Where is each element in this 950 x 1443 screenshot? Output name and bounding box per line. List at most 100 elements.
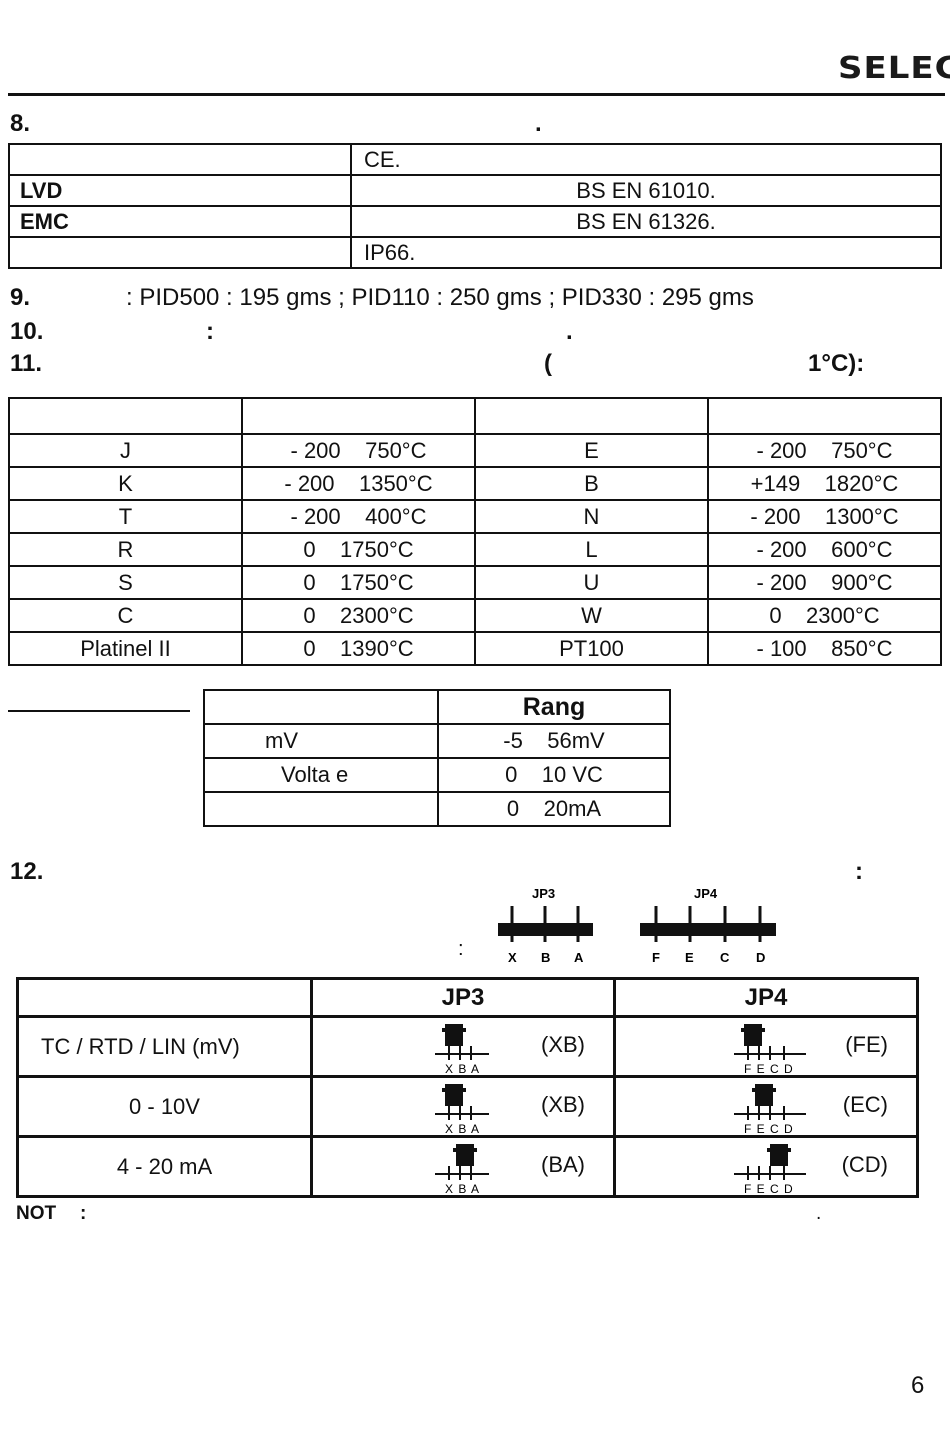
jp3-pin-label: B bbox=[541, 950, 550, 965]
header-cell bbox=[8, 397, 243, 435]
input-range: 0 10 VC bbox=[437, 757, 671, 793]
section-12-number: 12. bbox=[10, 858, 44, 885]
input-type-label: 0 - 10V bbox=[16, 1075, 313, 1138]
approval-row: CE. bbox=[8, 143, 942, 176]
approval-label bbox=[8, 236, 352, 269]
approval-value: BS EN 61010. bbox=[350, 174, 942, 207]
pin-labels: F E C D bbox=[744, 1062, 794, 1076]
brand-logo: SELEC bbox=[838, 50, 950, 86]
jp4-setting-cell: F E C D (EC) bbox=[613, 1075, 919, 1138]
sensor-range: - 200 400°C bbox=[241, 499, 476, 534]
sensor-range: - 200 600°C bbox=[707, 532, 942, 567]
input-type-label: TC / RTD / LIN (mV) bbox=[16, 1015, 313, 1078]
sensor-range: - 200 900°C bbox=[707, 565, 942, 600]
jumper-icon: F E C D bbox=[734, 1084, 806, 1136]
table-row: C 0 2300°C W 0 2300°C bbox=[8, 598, 942, 633]
jp4-setting: (FE) bbox=[845, 1032, 888, 1057]
table-row: R 0 1750°C L - 200 600°C bbox=[8, 532, 942, 567]
pin-labels: F E C D bbox=[744, 1182, 794, 1196]
jp3-setting: (XB) bbox=[541, 1092, 585, 1117]
sensor-type: Platinel II bbox=[8, 631, 243, 666]
sensor-range: - 200 750°C bbox=[707, 433, 942, 468]
sensor-range: - 200 1350°C bbox=[241, 466, 476, 501]
jp4-setting: (CD) bbox=[841, 1152, 888, 1177]
approval-value: IP66. bbox=[350, 236, 942, 269]
sensor-type: PT100 bbox=[474, 631, 709, 666]
approvals-table: CE. LVD BS EN 61010. EMC BS EN 61326. IP… bbox=[8, 143, 942, 269]
section-11-number: 11. bbox=[10, 350, 43, 377]
linear-range-table: Rang mV -5 56mV Volta e 0 10 VC 0 20mA bbox=[203, 689, 671, 827]
jumper-icon: F E C D bbox=[734, 1024, 806, 1076]
pin-labels: X B A bbox=[445, 1062, 480, 1076]
header-cell bbox=[474, 397, 709, 435]
jp3-pin-label: A bbox=[574, 950, 584, 965]
jumper-diagram-svg: JP3 X B A JP4 F E C D bbox=[498, 886, 776, 965]
input-type bbox=[203, 791, 439, 827]
approval-row: IP66. bbox=[8, 236, 942, 269]
note-dot: . bbox=[816, 1203, 822, 1224]
range-header: Rang bbox=[437, 689, 671, 725]
input-range: 0 20mA bbox=[437, 791, 671, 827]
sensor-type: N bbox=[474, 499, 709, 534]
sensor-range: 0 1750°C bbox=[241, 532, 476, 567]
note-label: NOT bbox=[16, 1203, 57, 1224]
header-cell bbox=[16, 977, 313, 1018]
sensor-type: W bbox=[474, 598, 709, 633]
jumper-icon: X B A bbox=[435, 1024, 489, 1076]
table-header-row bbox=[8, 397, 942, 435]
pin-labels: X B A bbox=[445, 1182, 480, 1196]
note-colon: : bbox=[80, 1203, 87, 1224]
approval-row: LVD BS EN 61010. bbox=[8, 174, 942, 207]
sensor-range: - 200 750°C bbox=[241, 433, 476, 468]
table-row: mV -5 56mV bbox=[203, 723, 671, 759]
sensor-range-table: J - 200 750°C E - 200 750°C K - 200 1350… bbox=[8, 397, 942, 666]
jumper-header-diagram: JP3 X B A JP4 F E C D bbox=[490, 884, 790, 968]
table-row: T - 200 400°C N - 200 1300°C bbox=[8, 499, 942, 534]
input-range: -5 56mV bbox=[437, 723, 671, 759]
sensor-range: 0 1750°C bbox=[241, 565, 476, 600]
weight-text: : PID500 : 195 gms ; PID110 : 250 gms ; … bbox=[126, 284, 754, 311]
table-row: Platinel II 0 1390°C PT100 - 100 850°C bbox=[8, 631, 942, 666]
sensor-type: E bbox=[474, 433, 709, 468]
jp4-setting-cell: F E C D (FE) bbox=[613, 1015, 919, 1078]
jumper-icon: X B A bbox=[435, 1084, 489, 1136]
section-10-number: 10. bbox=[10, 318, 44, 345]
table-row: Volta e 0 10 VC bbox=[203, 757, 671, 793]
sensor-type: U bbox=[474, 565, 709, 600]
approval-label: LVD bbox=[8, 174, 352, 207]
jumper-diagram-colon: : bbox=[458, 938, 464, 960]
sensor-range: 0 2300°C bbox=[707, 598, 942, 633]
jp4-pin-label: C bbox=[720, 950, 730, 965]
sensor-type: R bbox=[8, 532, 243, 567]
section-8-dot: . bbox=[535, 110, 542, 137]
sensor-type: C bbox=[8, 598, 243, 633]
jp3-title: JP3 bbox=[532, 886, 555, 901]
sensor-type: S bbox=[8, 565, 243, 600]
jp3-setting-cell: X B A (XB) bbox=[310, 1015, 616, 1078]
pin-labels: X B A bbox=[445, 1122, 480, 1136]
sensor-range: - 100 850°C bbox=[707, 631, 942, 666]
header-cell-jp3: JP3 bbox=[310, 977, 616, 1018]
page-number: 6 bbox=[911, 1372, 925, 1399]
table-row: 4 - 20 mA X B A (BA) F E bbox=[16, 1135, 919, 1198]
jumper-icon: X B A bbox=[435, 1144, 489, 1196]
header-rule bbox=[8, 93, 945, 96]
jp3-setting-cell: X B A (BA) bbox=[310, 1135, 616, 1198]
sensor-type: J bbox=[8, 433, 243, 468]
input-type-label: 4 - 20 mA bbox=[16, 1135, 313, 1198]
sensor-type: K bbox=[8, 466, 243, 501]
jp4-header-bar bbox=[640, 923, 776, 936]
approval-value: BS EN 61326. bbox=[350, 205, 942, 238]
jp4-pin-label: D bbox=[756, 950, 765, 965]
pin-labels: F E C D bbox=[744, 1122, 794, 1136]
jumper-icon: F E C D bbox=[734, 1144, 806, 1196]
input-type: mV bbox=[203, 723, 439, 759]
jp4-setting-cell: F E C D (CD) bbox=[613, 1135, 919, 1198]
approval-value: CE. bbox=[350, 143, 942, 176]
jp3-setting: (BA) bbox=[541, 1152, 585, 1177]
table-header-row: JP3 JP4 bbox=[16, 977, 919, 1018]
approval-label: EMC bbox=[8, 205, 352, 238]
sensor-range: 0 2300°C bbox=[241, 598, 476, 633]
section-11-resolution: 1°C): bbox=[808, 350, 865, 377]
jp3-setting-cell: X B A (XB) bbox=[310, 1075, 616, 1138]
